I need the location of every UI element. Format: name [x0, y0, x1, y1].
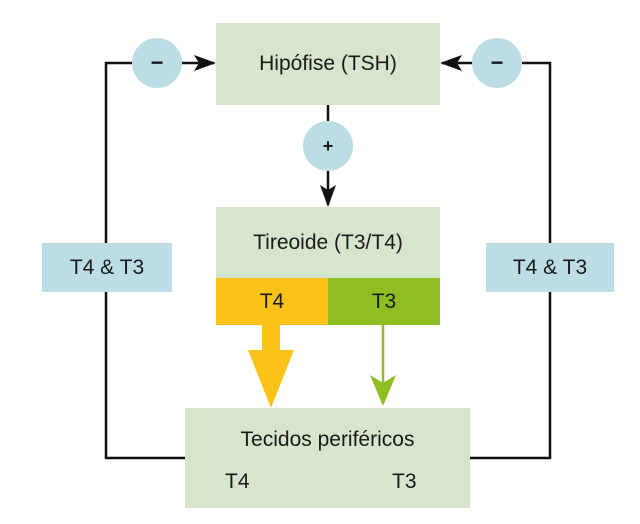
thyroid-t3-segment: T3 [328, 278, 440, 325]
thyroid-t4-segment: T4 [216, 278, 328, 325]
right-feedback-label: T4 & T3 [486, 243, 614, 292]
pituitary-box: Hipófise (TSH) [216, 23, 440, 105]
tissues-to-label: T3 [392, 470, 417, 493]
pituitary-label: Hipófise (TSH) [259, 52, 397, 75]
t3-arrow-head [370, 375, 396, 406]
thyroid-t4-label: T4 [259, 289, 285, 313]
tissues-box: Tecidos periféricos T4 T3 [185, 408, 470, 508]
left-negative-sign: − [132, 38, 182, 88]
left-feedback-text: T4 & T3 [69, 255, 145, 279]
thyroid-box: Tireoide (T3/T4) [216, 207, 440, 278]
thyroid-t3-label: T3 [371, 289, 397, 313]
t4-arrow [248, 325, 294, 408]
tissues-from-label: T4 [225, 470, 250, 493]
right-negative-sign: − [472, 38, 522, 88]
left-feedback-label: T4 & T3 [42, 243, 172, 292]
positive-sign: + [303, 121, 353, 171]
thyroid-label: Tireoide (T3/T4) [253, 230, 403, 254]
tissues-label: Tecidos periféricos [240, 428, 415, 451]
right-feedback-text: T4 & T3 [512, 255, 588, 279]
